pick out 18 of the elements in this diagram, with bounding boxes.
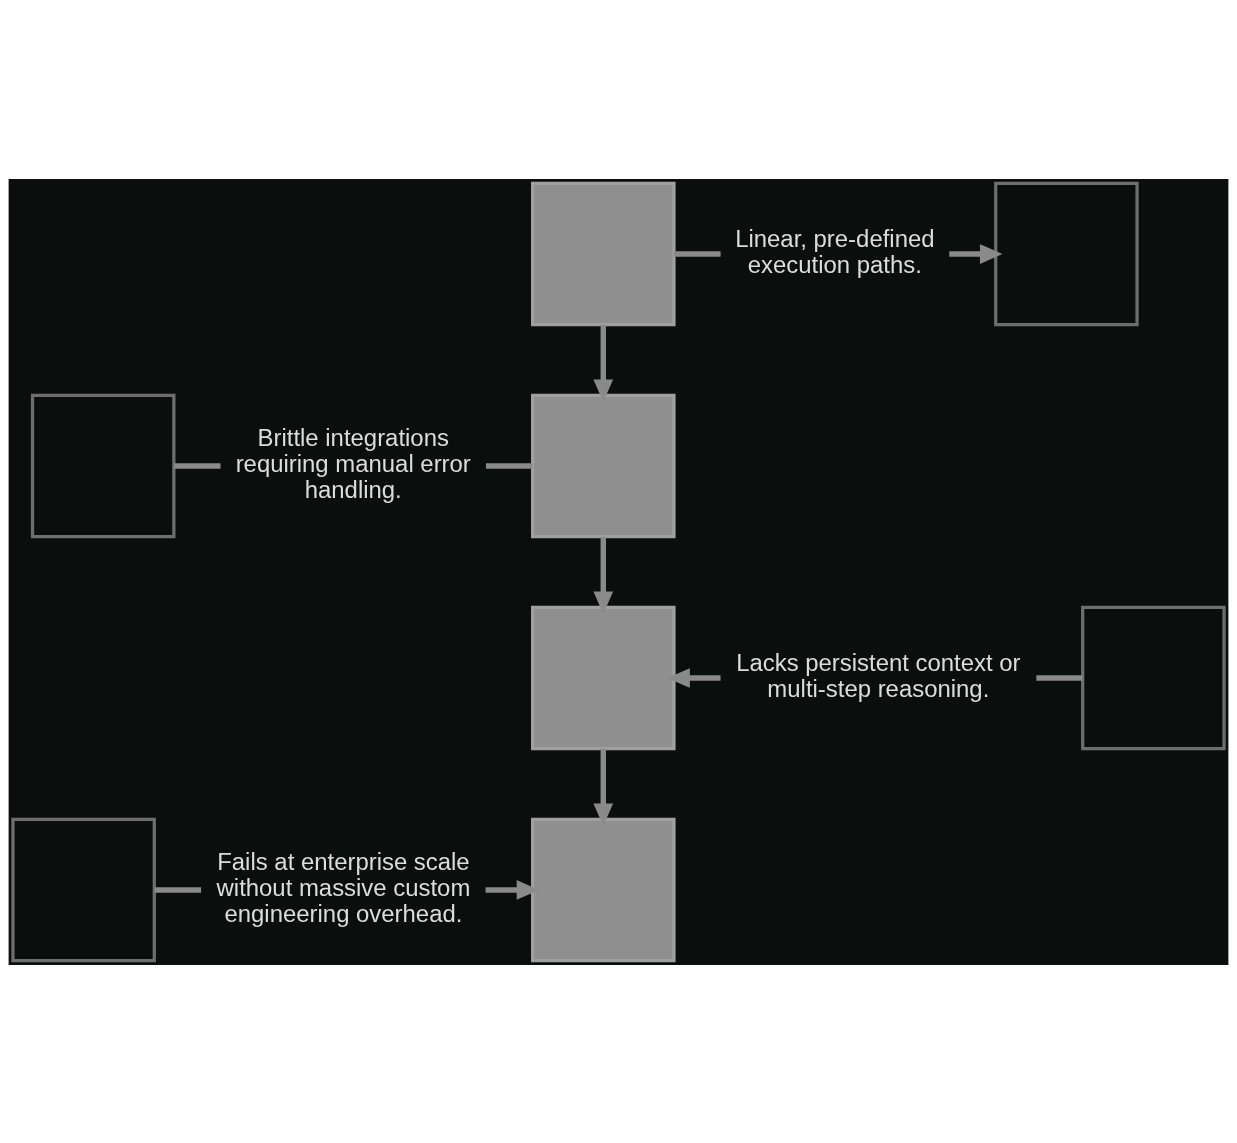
node-box — [531, 393, 676, 538]
node-box — [11, 817, 156, 962]
connector — [674, 250, 721, 257]
node-text: Lacks persistent context or multi-step reasoning. — [736, 648, 1021, 702]
connector — [485, 462, 533, 469]
arrow — [949, 243, 1003, 264]
node-box — [531, 817, 676, 962]
node-box — [531, 181, 676, 326]
node-box — [994, 181, 1139, 326]
connector — [154, 886, 202, 893]
connector — [174, 462, 221, 469]
node-text: Fails at enterprise scale without massive custom engineering overhead. — [216, 847, 471, 927]
node-text: Linear, pre-defined execution paths. — [735, 224, 935, 278]
node-box — [30, 393, 176, 538]
node-box — [1081, 605, 1226, 750]
connector — [1036, 674, 1083, 681]
node-box — [531, 605, 676, 750]
node-text: Brittle integrations requiring manual error handling. — [235, 423, 471, 503]
